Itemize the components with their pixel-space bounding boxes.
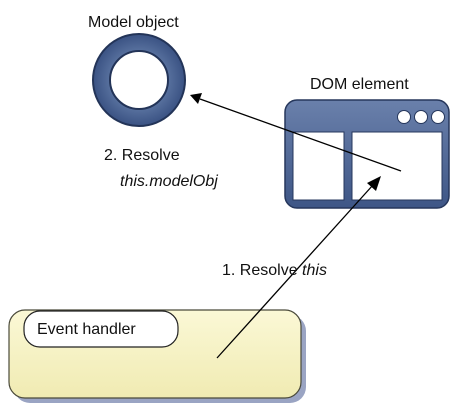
model-object (92, 33, 186, 127)
dom-element-label: DOM element (310, 76, 409, 93)
arrow-resolve-this (216, 176, 381, 359)
dom-element-window (284, 99, 450, 209)
window-control-button (414, 110, 428, 124)
arrow-resolve-modelobj (190, 93, 402, 172)
event-handler-tab (23, 310, 179, 348)
step1-prefix: 1. Resolve (222, 262, 302, 279)
step1-keyword: this (302, 262, 327, 279)
step2-line1: 2. Resolve (104, 147, 180, 164)
step1-label: 1. Resolve this (222, 262, 327, 279)
window-control-button (431, 110, 445, 124)
event-handler-label: Event handler (37, 321, 136, 338)
model-object-label: Model object (88, 14, 179, 31)
window-right-pane (351, 131, 443, 201)
event-handler (8, 309, 306, 403)
window-control-button (397, 110, 411, 124)
step2-line2: this.modelObj (120, 173, 218, 190)
model-object-core (109, 50, 169, 110)
window-left-pane (292, 131, 345, 201)
